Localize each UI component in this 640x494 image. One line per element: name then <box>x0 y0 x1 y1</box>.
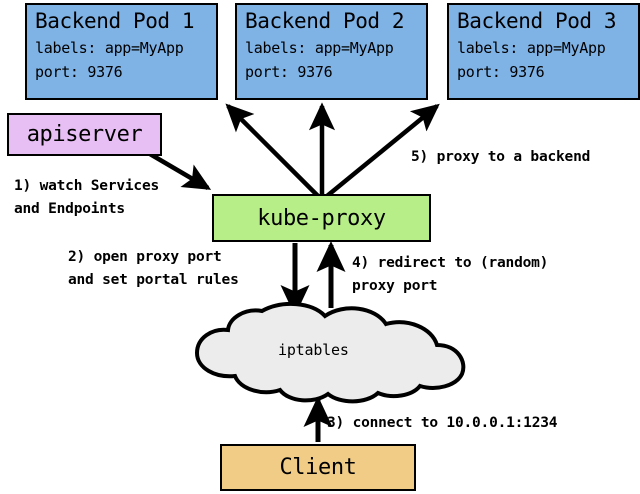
iptables-cloud-shape <box>194 301 466 404</box>
edge-kubeproxy-to-pod1 <box>225 103 320 198</box>
backend-pod-1-title: Backend Pod 1 <box>35 9 195 33</box>
edge-apiserver-to-kubeproxy <box>148 152 212 190</box>
apiserver-box[interactable]: apiserver <box>7 113 162 156</box>
annotation-step-4-line-2: proxy port <box>352 278 438 294</box>
annotation-step-3: 3) connect to 10.0.0.1:1234 <box>327 415 558 431</box>
annotation-step-1-line-2: and Endpoints <box>14 201 125 217</box>
annotation-step-2-line-2: and set portal rules <box>68 272 239 288</box>
backend-pod-2-labels: labels: app=MyApp <box>245 39 394 57</box>
client-label: Client <box>279 455 357 480</box>
backend-pod-3-box[interactable]: Backend Pod 3 labels: app=MyApp port: 93… <box>447 3 640 100</box>
annotation-step-4-line-1: 4) redirect to (random) <box>352 255 549 271</box>
iptables-label: iptables <box>278 341 349 359</box>
annotation-step-2-line-1: 2) open proxy port <box>68 249 222 265</box>
backend-pod-3-title: Backend Pod 3 <box>457 9 617 33</box>
kube-proxy-box[interactable]: kube-proxy <box>212 194 431 242</box>
kube-proxy-label: kube-proxy <box>257 205 386 231</box>
backend-pod-1-box[interactable]: Backend Pod 1 labels: app=MyApp port: 93… <box>25 3 218 100</box>
backend-pod-2-box[interactable]: Backend Pod 2 labels: app=MyApp port: 93… <box>235 3 428 100</box>
backend-pod-1-labels: labels: app=MyApp <box>35 39 184 57</box>
backend-pod-3-labels: labels: app=MyApp <box>457 39 606 57</box>
annotation-step-1-line-1: 1) watch Services <box>14 178 160 194</box>
backend-pod-2-title: Backend Pod 2 <box>245 9 405 33</box>
apiserver-label: apiserver <box>26 122 143 147</box>
backend-pod-1-port: port: 9376 <box>35 63 123 81</box>
annotation-step-5: 5) proxy to a backend <box>411 149 591 165</box>
client-box[interactable]: Client <box>220 444 416 491</box>
backend-pod-3-port: port: 9376 <box>457 63 545 81</box>
edge-kubeproxy-to-pod3 <box>325 103 440 198</box>
backend-pod-2-port: port: 9376 <box>245 63 333 81</box>
